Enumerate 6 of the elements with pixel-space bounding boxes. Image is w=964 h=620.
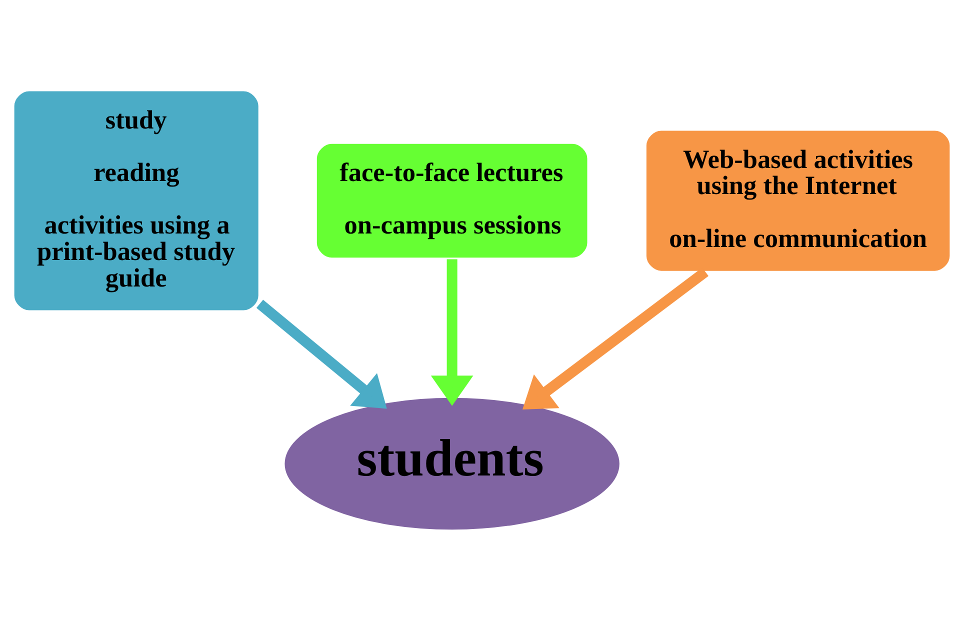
node-box: study reading activities using a print-based study guide xyxy=(12,88,260,312)
node-box: face-to-face lectures on-campus sessions xyxy=(314,141,590,260)
arrow xyxy=(430,258,474,406)
arrow xyxy=(256,299,387,408)
node-box: Web-based activities using the Internet on-line communication xyxy=(644,128,952,272)
node-ellipse: students xyxy=(282,395,622,532)
